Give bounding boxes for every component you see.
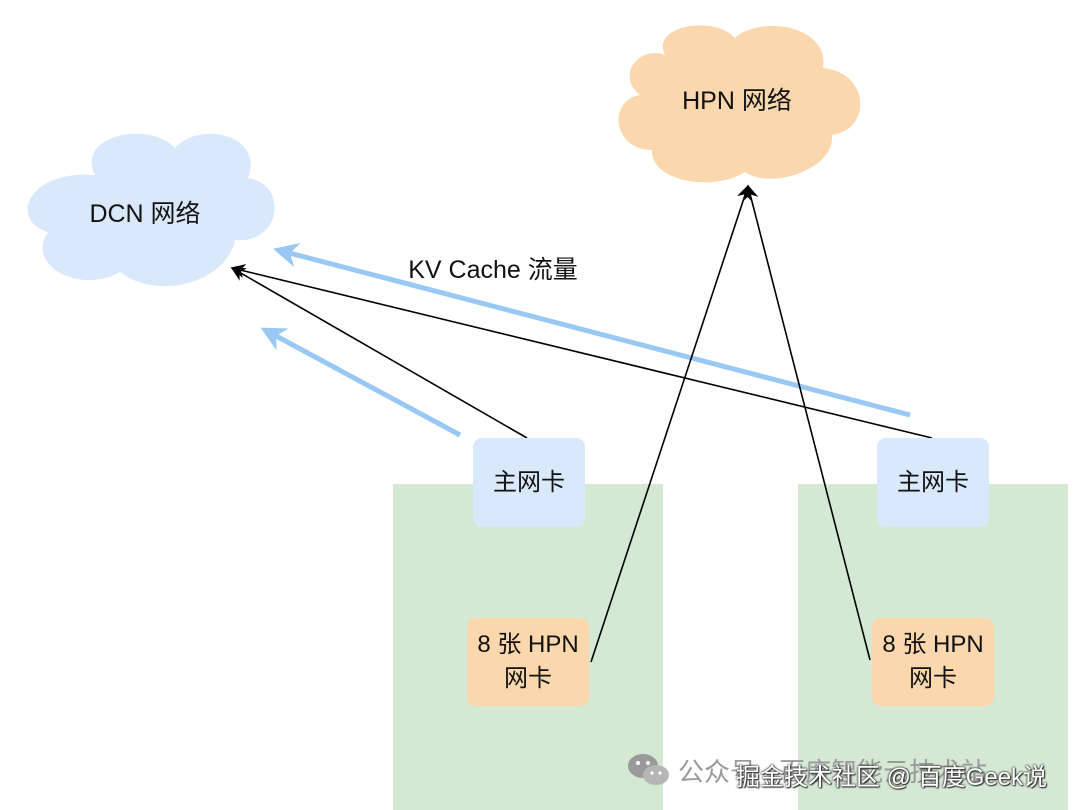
hpn-cloud: HPN 网络 bbox=[618, 25, 861, 183]
link-main-nic-1-to-dcn bbox=[230, 267, 528, 439]
link-hpn-nic-1-to-hpn bbox=[590, 184, 751, 663]
main-nic-2: 主网卡 bbox=[877, 438, 989, 527]
main-nic-1-label: 主网卡 bbox=[493, 468, 565, 496]
dcn-cloud-label: DCN 网络 bbox=[89, 200, 200, 228]
main-nic-2-label: 主网卡 bbox=[897, 468, 969, 496]
hpn-nic-1-line1: 8 张 HPN bbox=[477, 631, 579, 659]
hpn-nic-2: 8 张 HPN 网卡 bbox=[872, 618, 994, 706]
link-hpn-nic-2-to-hpn bbox=[744, 184, 871, 661]
hpn-cloud-label: HPN 网络 bbox=[682, 87, 792, 115]
hpn-nic-2-line2: 网卡 bbox=[909, 665, 957, 692]
hpn-nic-1-line2: 网卡 bbox=[504, 665, 552, 692]
watermark-overlay: 掘金技术社区 @ 百度Geek说 bbox=[736, 764, 1048, 791]
kv-cache-traffic-label: KV Cache 流量 bbox=[408, 256, 578, 284]
kv-traffic-arrow-short bbox=[260, 327, 462, 438]
watermark-source: 公众号 · 百度智能云技术站 bbox=[678, 756, 988, 787]
wechat-icon bbox=[626, 750, 672, 790]
hpn-nic-2-line1: 8 张 HPN bbox=[882, 631, 984, 659]
watermark: 公众号 · 百度智能云技术站 bbox=[626, 745, 1076, 795]
link-main-nic-2-to-dcn bbox=[230, 264, 933, 439]
dcn-cloud: DCN 网络 bbox=[27, 133, 275, 287]
hpn-nic-1: 8 张 HPN 网卡 bbox=[467, 618, 589, 706]
kv-traffic-arrow-long bbox=[273, 242, 911, 418]
main-nic-1: 主网卡 bbox=[473, 438, 585, 527]
